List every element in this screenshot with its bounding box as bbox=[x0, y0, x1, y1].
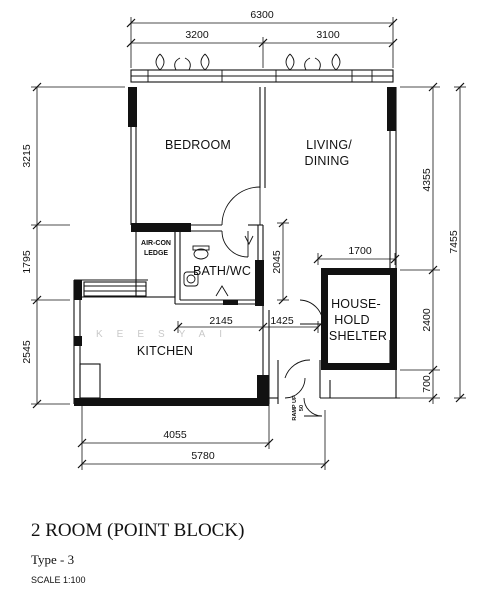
dim-right-middle: 2400 bbox=[421, 308, 433, 332]
dim-left-middle: 1795 bbox=[21, 250, 33, 274]
room-shelter-line2: HOLD bbox=[334, 313, 370, 327]
dimension-lines bbox=[31, 17, 466, 470]
walls bbox=[73, 69, 400, 404]
plan-subtitle: Type - 3 bbox=[31, 552, 75, 567]
dim-bottom-overall: 5780 bbox=[191, 450, 215, 462]
room-living-line2: DINING bbox=[305, 154, 350, 168]
dim-bath-height: 2045 bbox=[271, 250, 283, 274]
room-living-line1: LIVING/ bbox=[306, 138, 352, 152]
room-bedroom: BEDROOM bbox=[165, 138, 231, 152]
structural-walls bbox=[74, 87, 397, 406]
plan-scale: SCALE 1:100 bbox=[31, 575, 86, 585]
dim-left-upper: 3215 bbox=[21, 144, 33, 168]
plan-title: 2 ROOM (POINT BLOCK) bbox=[31, 520, 245, 541]
dimension-labels: 6300 3200 3100 3215 1795 2545 4355 7455 … bbox=[21, 9, 460, 462]
room-shelter-line3: SHELTER bbox=[329, 329, 387, 343]
room-shelter-line1: HOUSE- bbox=[331, 297, 381, 311]
dim-shelter-width: 1700 bbox=[348, 245, 372, 257]
dim-interior-left: 2145 bbox=[209, 315, 233, 327]
ramp-label-line1: RAMP UP bbox=[292, 395, 298, 421]
bath-fixtures bbox=[183, 245, 210, 287]
ramp-label-line2: 50 bbox=[299, 405, 305, 411]
room-bath: BATH/WC bbox=[193, 264, 251, 278]
doors bbox=[215, 186, 324, 417]
room-aircon-line2: LEDGE bbox=[144, 250, 168, 257]
dim-right-overall: 7455 bbox=[448, 230, 460, 254]
room-aircon-line1: AIR-CON bbox=[141, 240, 171, 247]
dim-left-lower: 2545 bbox=[21, 340, 33, 364]
watermark: KEESYAI bbox=[96, 329, 236, 340]
dim-top-overall: 6300 bbox=[250, 9, 274, 21]
sink-icon bbox=[183, 271, 199, 287]
dim-right-lower: 700 bbox=[421, 375, 433, 393]
windows bbox=[147, 53, 373, 82]
dim-top-right: 3100 bbox=[316, 29, 340, 41]
dim-top-left: 3200 bbox=[185, 29, 209, 41]
dim-right-upper: 4355 bbox=[421, 168, 433, 192]
dim-bottom-kitchen: 4055 bbox=[163, 429, 187, 441]
room-kitchen: KITCHEN bbox=[137, 344, 193, 358]
dim-interior-right: 1425 bbox=[270, 315, 294, 327]
toilet-icon bbox=[193, 248, 209, 260]
room-labels: BEDROOM LIVING/ DINING BATH/WC AIR-CON L… bbox=[137, 138, 387, 421]
